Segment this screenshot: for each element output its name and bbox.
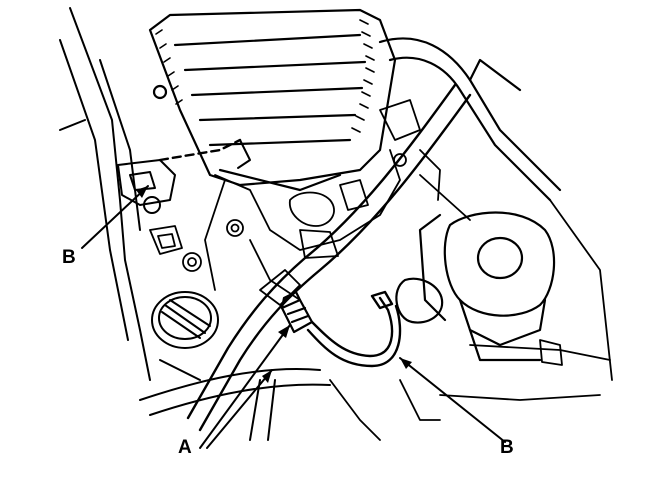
callout-label-b-right: B	[500, 437, 514, 458]
arrowhead-b-left	[136, 186, 148, 198]
callout-label-a: A	[178, 437, 192, 458]
upper-hose	[378, 37, 562, 202]
intake-manifold	[148, 8, 397, 192]
engine-block	[204, 99, 441, 306]
leader-line-a-upper	[199, 324, 291, 449]
leader-line-b-left	[81, 185, 149, 249]
left-body-panel	[59, 7, 151, 381]
arrowhead-a-lower	[262, 370, 272, 383]
sensor-bracket-left	[117, 138, 251, 214]
callout-label-b-left: B	[62, 247, 76, 268]
leader-line-a-lower	[206, 369, 273, 449]
oil-filler-cap	[151, 291, 219, 349]
lower-frame	[329, 174, 613, 441]
leader-line-b-right	[399, 357, 506, 443]
arrowhead-b-right	[400, 358, 412, 369]
wire-harness	[306, 290, 402, 368]
leader-lines	[81, 185, 506, 449]
leader-arrowheads	[136, 186, 412, 383]
oil-filter	[395, 211, 556, 362]
mounting-bolts	[149, 219, 244, 272]
arrowhead-a-upper	[278, 325, 290, 338]
coolant-hose	[186, 83, 472, 432]
lower-pipe	[139, 359, 331, 441]
